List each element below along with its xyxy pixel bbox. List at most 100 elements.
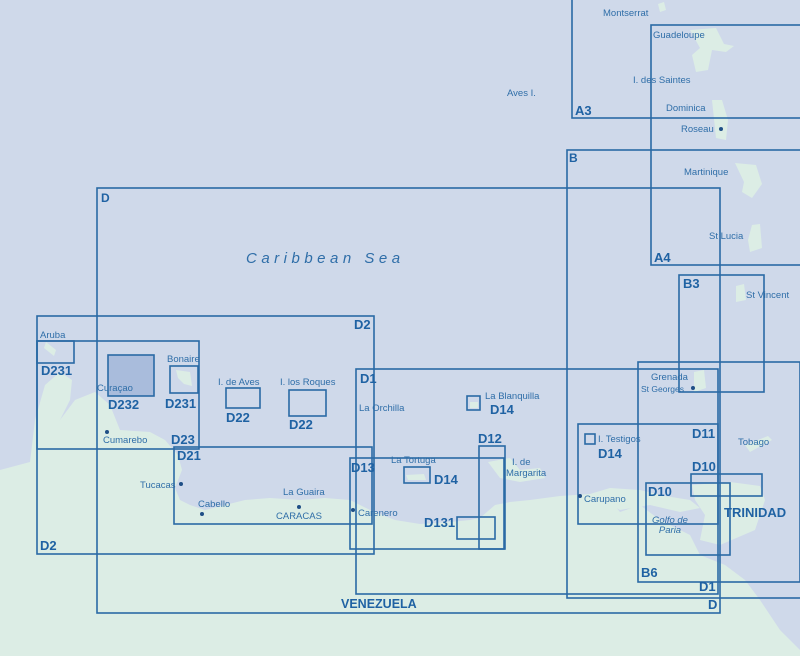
place-curacao: Curaçao bbox=[97, 383, 133, 394]
place-tortuga: La Tortuga bbox=[391, 455, 436, 466]
tobago-island bbox=[745, 436, 772, 452]
place-tobago: Tobago bbox=[738, 437, 770, 448]
code-b3[interactable]: B3 bbox=[683, 276, 700, 291]
place-isla-aves: I. de Aves bbox=[218, 377, 260, 388]
place-grenada: Grenada bbox=[651, 372, 688, 383]
place-testigos: I. Testigos bbox=[598, 434, 641, 445]
chart-box-d231-aruba[interactable] bbox=[36, 340, 75, 364]
code-d22-roques[interactable]: D22 bbox=[289, 417, 313, 432]
chart-box-d22-roques[interactable] bbox=[288, 389, 327, 417]
cabello-dot bbox=[200, 512, 204, 516]
montserrat-island bbox=[658, 2, 666, 12]
code-d12[interactable]: D12 bbox=[478, 431, 502, 446]
chart-box-b[interactable] bbox=[566, 149, 800, 599]
place-st-lucia: St Lucia bbox=[709, 231, 744, 242]
code-d1-top[interactable]: D1 bbox=[360, 371, 377, 386]
cumarebo-dot bbox=[105, 430, 109, 434]
trinidad-label: TRINIDAD bbox=[724, 505, 787, 520]
chart-box-d232[interactable] bbox=[107, 354, 155, 397]
chart-box-d131[interactable] bbox=[456, 516, 496, 540]
code-d14-blanquilla[interactable]: D14 bbox=[490, 402, 514, 417]
chart-box-b3[interactable] bbox=[678, 274, 765, 393]
place-cumarebo: Cumarebo bbox=[103, 435, 148, 446]
aruba-island bbox=[44, 342, 56, 356]
code-d10-lower[interactable]: D10 bbox=[648, 484, 672, 499]
chart-box-b6[interactable] bbox=[637, 361, 800, 583]
code-d231-aruba[interactable]: D231 bbox=[41, 363, 73, 378]
code-d1-bottom[interactable]: D1 bbox=[699, 579, 716, 594]
place-aruba: Aruba bbox=[40, 330, 66, 341]
place-orchilla: La Orchilla bbox=[359, 403, 405, 414]
place-guadeloupe: Guadeloupe bbox=[653, 30, 705, 41]
chart-box-d10-large[interactable] bbox=[645, 482, 731, 556]
place-la-guaira: La Guaira bbox=[283, 487, 325, 498]
code-d232[interactable]: D232 bbox=[108, 397, 140, 412]
place-caracas: CARACAS bbox=[276, 511, 322, 522]
code-d2-top[interactable]: D2 bbox=[354, 317, 371, 332]
tucacas-dot bbox=[179, 482, 183, 486]
code-d131[interactable]: D131 bbox=[424, 515, 456, 530]
chart-box-d[interactable] bbox=[96, 187, 721, 614]
code-d21[interactable]: D21 bbox=[177, 448, 201, 463]
place-martinique: Martinique bbox=[684, 167, 729, 178]
chart-box-a4-main[interactable] bbox=[650, 24, 800, 266]
chart-box-a3[interactable] bbox=[571, 0, 800, 119]
place-st-vincent: St Vincent bbox=[746, 290, 790, 301]
chart-box-d10-small[interactable] bbox=[690, 473, 763, 497]
martinique-island bbox=[735, 163, 762, 198]
code-d[interactable]: D bbox=[101, 191, 110, 205]
chart-box-d14-testigos[interactable] bbox=[584, 433, 596, 445]
code-d-bottom[interactable]: D bbox=[708, 597, 718, 612]
caracas-dot bbox=[297, 505, 301, 509]
code-d231-bonaire[interactable]: D231 bbox=[165, 396, 197, 411]
code-a4[interactable]: A4 bbox=[654, 250, 671, 265]
margarita-island bbox=[488, 458, 545, 482]
chart-box-d21[interactable] bbox=[173, 446, 373, 525]
place-roseau: Roseau bbox=[681, 124, 714, 135]
gulf-line-2: Paria bbox=[658, 524, 682, 536]
place-los-roques: I. los Roques bbox=[280, 377, 336, 388]
gulf-line-1: Golfo de bbox=[652, 515, 688, 526]
la-blanquilla-island bbox=[470, 402, 478, 408]
place-margarita-1: I. de bbox=[512, 457, 531, 468]
carupano-dot bbox=[578, 494, 582, 498]
place-tucacas: Tucacas bbox=[140, 480, 176, 491]
place-margarita-2: Margarita bbox=[506, 468, 547, 479]
country-label: VENEZUELA bbox=[341, 597, 417, 611]
code-d13[interactable]: D13 bbox=[351, 460, 375, 475]
code-d14-testigos[interactable]: D14 bbox=[598, 446, 622, 461]
carenero-dot bbox=[351, 508, 355, 512]
chart-box-d231-bonaire[interactable] bbox=[169, 365, 199, 394]
dominica-island bbox=[712, 100, 728, 140]
code-d22-aves[interactable]: D22 bbox=[226, 410, 250, 425]
code-b[interactable]: B bbox=[569, 151, 578, 165]
paraguana-peninsula bbox=[30, 372, 72, 462]
trinidad-island bbox=[692, 482, 765, 545]
chart-box-d14-blanquilla[interactable] bbox=[466, 395, 481, 411]
sea-name-label: Caribbean Sea bbox=[246, 250, 405, 267]
code-a3[interactable]: A3 bbox=[575, 103, 592, 118]
bonaire-island bbox=[176, 370, 192, 386]
code-d2-bottom[interactable]: D2 bbox=[40, 538, 57, 553]
code-d11[interactable]: D11 bbox=[692, 426, 716, 441]
chart-box-d22-aves[interactable] bbox=[225, 387, 261, 409]
la-tortuga-island bbox=[406, 474, 426, 480]
place-montserrat: Montserrat bbox=[603, 8, 649, 19]
gulf-label: Golfo de Paria bbox=[648, 516, 692, 536]
st-lucia-island bbox=[748, 224, 762, 252]
code-b6[interactable]: B6 bbox=[641, 565, 658, 580]
st-vincent-island bbox=[736, 284, 746, 302]
chart-box-d23[interactable] bbox=[36, 340, 200, 450]
place-dominica: Dominica bbox=[666, 103, 706, 114]
place-bonaire: Bonaire bbox=[167, 354, 200, 365]
code-d10-upper[interactable]: D10 bbox=[692, 459, 716, 474]
place-cabello: Cabello bbox=[198, 499, 231, 510]
chart-box-d14-tortuga[interactable] bbox=[403, 466, 431, 484]
place-carenero: Carenero bbox=[358, 508, 398, 519]
code-d14-tortuga[interactable]: D14 bbox=[434, 472, 458, 487]
code-d23[interactable]: D23 bbox=[171, 432, 195, 447]
place-carupano: Carupano bbox=[584, 494, 626, 505]
chart-box-d13[interactable] bbox=[349, 457, 505, 550]
place-saintes: I. des Saintes bbox=[633, 75, 691, 86]
